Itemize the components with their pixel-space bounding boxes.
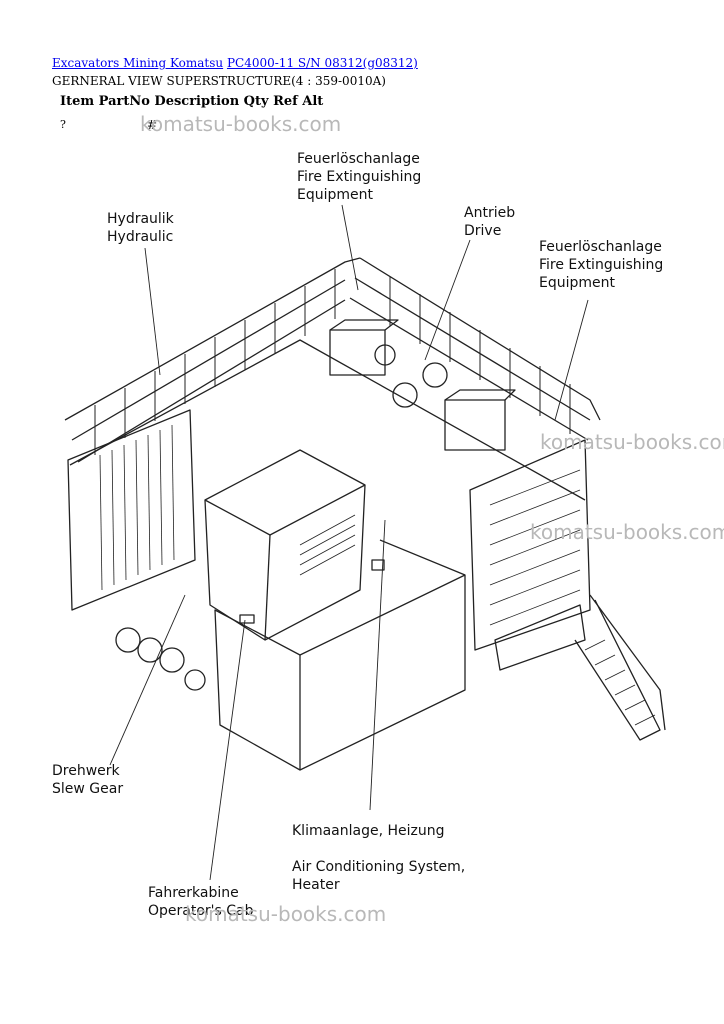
watermark: komatsu-books.com <box>185 902 387 926</box>
parts-row-item: ? <box>60 118 66 131</box>
parts-table-header: Item PartNo Description Qty Ref Alt <box>60 94 324 109</box>
watermark: komatsu-books.com <box>530 520 724 544</box>
watermark: komatsu-books.com <box>540 430 724 454</box>
page-subtitle: GERNERAL VIEW SUPERSTRUCTURE(4 : 359-001… <box>52 74 386 88</box>
breadcrumb-link-model[interactable]: PC4000-11 S/N 08312(g08312) <box>226 56 418 70</box>
callout-fire-extinguishing-top: Feuerlöschanlage Fire Extinguishing Equi… <box>297 151 422 203</box>
breadcrumb: Excavators Mining Komatsu PC4000-11 S/N … <box>52 56 418 70</box>
parts-row-partno: # <box>147 118 158 132</box>
callout-slew-gear: Drehwerk Slew Gear <box>52 763 124 797</box>
callout-air-conditioning: Klimaanlage, Heizung Air Conditioning Sy… <box>292 823 466 893</box>
breadcrumb-link-category[interactable]: Excavators Mining Komatsu <box>52 56 224 70</box>
watermark: komatsu-books.com <box>140 112 342 136</box>
callout-hydraulic: Hydraulik Hydraulic <box>107 211 174 245</box>
leader-lines <box>109 204 589 881</box>
callout-drive: Antrieb Drive <box>464 205 516 239</box>
callout-operators-cab: Fahrerkabine Operator's Cab <box>148 885 254 919</box>
callout-fire-extinguishing-right: Feuerlöschanlage Fire Extinguishing Equi… <box>539 239 664 291</box>
